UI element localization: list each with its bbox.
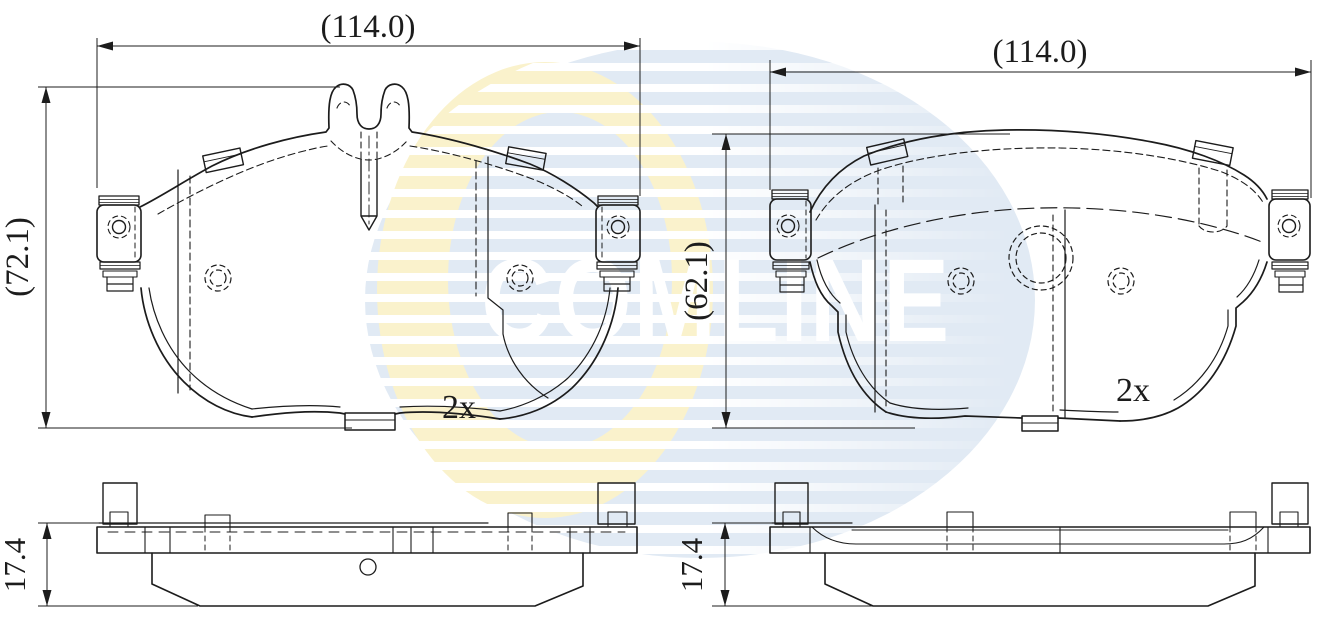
ear-hole-left [776,214,800,238]
watermark-text: COMLINE [481,235,951,367]
wear-indicator-pin [360,131,378,231]
friction-material [824,552,1256,607]
pad-front-view [769,129,1311,432]
dim-right-thickness: 17.4 [674,522,873,607]
dim-label-width-right: (114.0) [992,34,1087,70]
band-separators [144,526,591,554]
ear-hole-right [606,215,630,239]
comline-watermark: COMLINE [350,30,1050,570]
mounting-ear-left [96,195,142,292]
retaining-clips [774,482,1309,528]
spring-tab-left [865,138,909,166]
dim-label-thickness-right: 17.4 [674,537,709,592]
quantity-label-left: 2x [442,389,476,426]
quantity-label-right: 2x [1116,372,1150,409]
side-curve-right-inner [499,287,611,412]
friction-hidden-edges [885,209,1054,415]
dim-label-height-left: (72.1) [0,217,36,297]
hidden-top-edge [815,147,1265,221]
bottom-edge [885,411,1121,422]
spring-tab-left [202,147,245,174]
bottom-tab [344,412,396,431]
bottom-edge [251,410,501,420]
hole-circles [947,225,1135,295]
ear-hole-right [1277,214,1301,238]
rivet-holes [204,264,534,292]
side-curve-left [140,287,253,418]
dim-left-width: (114.0) [96,9,641,196]
backplate-band [769,526,1311,554]
side-curve-right [499,287,619,420]
chamfer-curves [811,526,1265,545]
dim-label-height-right: (62.1) [679,241,715,321]
pad-outline [809,129,1268,213]
hidden-top-edge [157,145,583,215]
dim-left-height: (72.1) [0,86,352,429]
side-curve-left-inner [816,259,891,404]
dim-right-width: (114.0) [769,34,1312,198]
mounting-ear-right [1268,189,1311,293]
friction-material [151,552,584,607]
piston-contact-circle [1008,225,1074,291]
pad-outline [139,83,599,208]
side-curve-right [1119,261,1268,422]
side-curve-right-inner [1173,259,1260,401]
dim-left-thickness: 17.4 [0,522,198,607]
dim-label-thickness-left: 17.4 [0,537,32,592]
dim-right-height: (62.1) [679,133,1010,429]
watermark-stripes [350,30,1050,570]
backplate-band [96,526,638,554]
spring-tab-right [1191,139,1234,167]
spring-tab-right [505,146,547,171]
band-separators [809,526,1269,554]
side-curve-left [809,261,887,413]
band-hidden-separators [204,526,533,554]
mounting-ear-right [595,195,641,292]
mounting-ear-left [769,189,812,293]
ear-hole-left [107,215,131,239]
bottom-edge-inner [889,402,1119,413]
side-curve-left-inner [148,287,253,410]
band-hidden-separators [946,526,1257,554]
shim-hidden-edges [189,160,477,391]
bottom-tab [1021,415,1059,432]
pin-hole [359,558,377,576]
pad-front-side-view [769,482,1311,607]
tab-hidden-shanks [877,165,1228,233]
retaining-clips [102,482,636,528]
pad-back-view [96,83,641,431]
shim-edge-right [487,156,549,399]
dim-label-width-left: (114.0) [320,9,415,45]
bottom-edge-inner [251,404,501,412]
